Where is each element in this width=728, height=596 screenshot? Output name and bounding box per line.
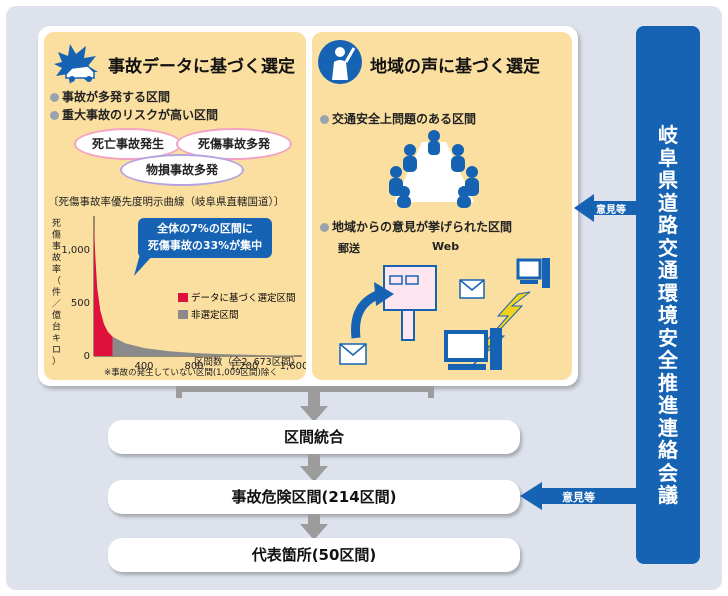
legend-item-unselected: 非選定区間 <box>178 307 296 321</box>
opinion-label-bottom: 意見等 <box>562 491 595 504</box>
community-icon <box>318 40 362 84</box>
ylabel-char: 件 <box>52 286 61 298</box>
x-tick-label: 800 <box>184 361 203 372</box>
series-area-0 <box>94 223 113 356</box>
mailbox-icon <box>383 265 437 341</box>
chart-callout: 全体の7%の区間に 死傷事故の33%が集中 <box>138 218 272 258</box>
right-bullet-1: 交通安全上問題のある区間 <box>320 110 476 127</box>
ylabel-char: 台 <box>52 321 61 333</box>
flow-step-representative: 代表箇所(50区間) <box>108 538 520 572</box>
chart-legend: データに基づく選定区間 非選定区間 <box>178 290 296 321</box>
oval-fatal: 死亡事故発生 <box>74 128 182 160</box>
y-tick-label: 0 <box>84 351 90 362</box>
flow-step-danger: 事故危険区間(214区間) <box>108 480 520 514</box>
series-area-1 <box>112 336 294 356</box>
mail-web-illustration <box>339 258 550 370</box>
ylabel-char: ロ <box>52 346 61 356</box>
callout-pointer <box>134 254 154 276</box>
connector-bar <box>176 386 434 392</box>
chart-ylabel: 死傷事故率（件／億台キロ） <box>52 218 61 367</box>
x-tick-label: 1,200 <box>230 361 259 372</box>
chart-footnote: ※事故の発生していない区間(1,009区間)除く <box>104 368 278 378</box>
x-tick-label: 1,600 <box>280 361 306 372</box>
chart-xlabel: 区間数（全2, 673区間） <box>194 357 301 368</box>
flow-step-merge: 区間統合 <box>108 420 520 454</box>
mail-label: 郵送 <box>338 242 360 255</box>
envelope-icon-2 <box>459 279 485 299</box>
x-tick-label: 400 <box>134 361 153 372</box>
chart-ticks: 0 500 1,000 400 800 1,200 1,600 <box>61 245 306 372</box>
ylabel-char: ／ <box>52 299 61 310</box>
chart-plot: 死傷事故率（件／億台キロ） 0 500 1,000 400 800 1,200 1,600 <box>52 216 306 372</box>
left-bullet-2: 重大事故のリスクが高い区間 <box>50 106 218 123</box>
chart-title: 〔死傷事故率優先度明示曲線（岐阜県直轄国道）〕 <box>48 196 285 208</box>
council-box: 岐阜県道路交通環境安全推進連絡会議 <box>636 26 700 564</box>
down-arrow-3 <box>300 514 328 540</box>
legend-item-selected: データに基づく選定区間 <box>178 290 296 304</box>
left-panel-title: 事故データに基づく選定 <box>108 57 295 77</box>
oval-property: 物損事故多発 <box>120 154 244 186</box>
opinion-arrow-bottom <box>520 482 638 510</box>
legend-swatch-red <box>178 293 188 302</box>
callout-line-1: 全体の7%の区間に <box>157 222 253 235</box>
left-bullet-1: 事故が多発する区間 <box>50 88 170 105</box>
right-panel-title: 地域の声に基づく選定 <box>370 57 540 77</box>
ylabel-char: 死 <box>52 218 61 229</box>
ylabel-char: 億 <box>52 309 61 321</box>
ylabel-char: キ <box>52 334 61 344</box>
council-name: 岐阜県道路交通環境安全推進連絡会議 <box>658 123 678 507</box>
ylabel-char: （ <box>52 276 61 287</box>
down-arrow-1 <box>300 390 328 422</box>
connector-left <box>176 386 182 398</box>
selection-card: 事故データに基づく選定 事故が多発する区間 重大事故のリスクが高い区間 死亡事故… <box>38 26 578 386</box>
envelope-icon-1 <box>339 343 367 365</box>
ylabel-char: 傷 <box>52 229 61 241</box>
y-tick-label: 1,000 <box>61 245 90 256</box>
right-bullet-2: 地域からの意見が挙げられた区間 <box>320 218 512 235</box>
y-tick-label: 500 <box>71 298 90 309</box>
meeting-icon <box>389 130 479 208</box>
legend-swatch-gray <box>178 310 188 319</box>
ylabel-char: 率 <box>52 263 61 275</box>
opinion-arrow-top <box>574 194 638 222</box>
web-label: Web <box>432 240 460 253</box>
ylabel-char: ） <box>52 356 61 367</box>
crash-icon <box>54 44 98 84</box>
computer-icon-top <box>516 258 550 288</box>
connector-right <box>428 386 434 398</box>
callout-line-2: 死傷事故の33%が集中 <box>147 239 263 252</box>
community-voice-panel: 地域の声に基づく選定 交通安全上問題のある区間 地域からの意見が挙げられた区間 … <box>312 32 572 380</box>
computer-icon-bottom <box>444 328 502 370</box>
down-arrow-2 <box>300 454 328 482</box>
ylabel-char: 事 <box>52 240 61 252</box>
opinion-label-top: 意見等 <box>596 205 626 216</box>
ylabel-char: 故 <box>52 252 61 264</box>
chart-series-group <box>94 223 294 356</box>
accident-data-panel: 事故データに基づく選定 事故が多発する区間 重大事故のリスクが高い区間 死亡事故… <box>44 32 306 380</box>
